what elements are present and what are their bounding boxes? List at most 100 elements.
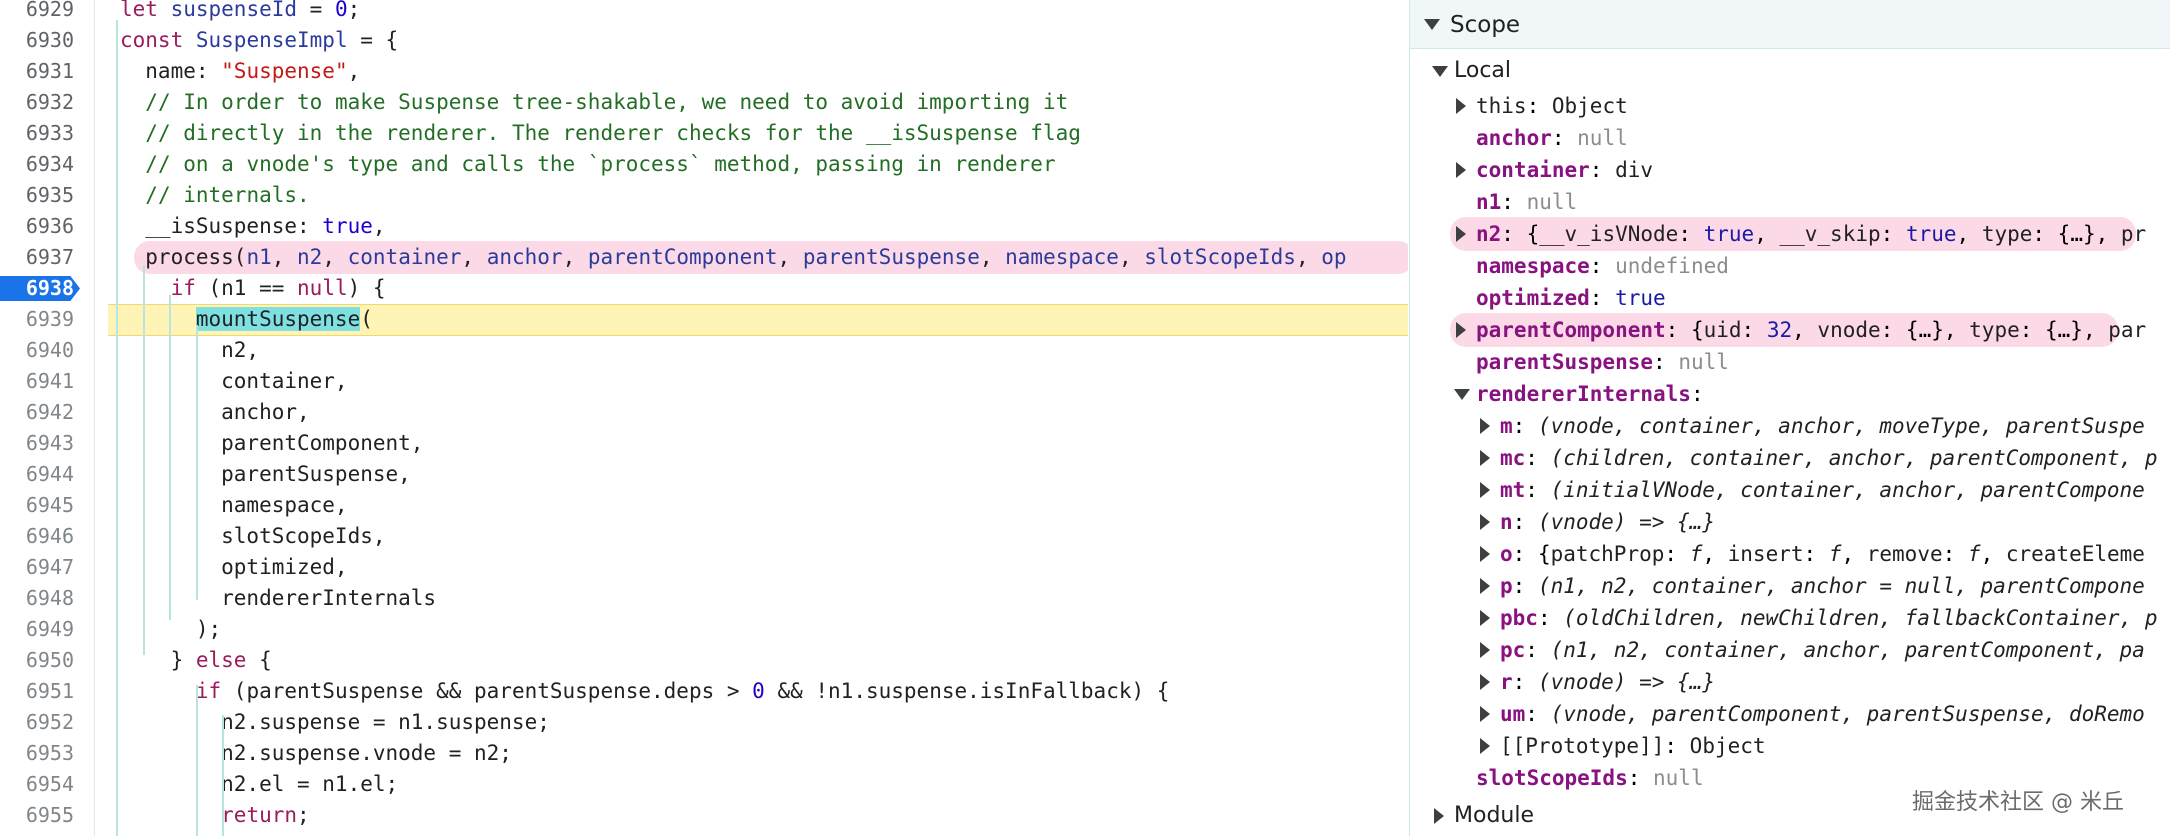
line-number[interactable]: 6933 bbox=[25, 121, 74, 145]
code-text: process(n1, n2, container, anchor, paren… bbox=[120, 245, 1347, 269]
chevron-right-icon[interactable] bbox=[1480, 546, 1490, 562]
line-number[interactable]: 6948 bbox=[25, 586, 74, 610]
scope-header[interactable]: Scope bbox=[1410, 0, 2170, 49]
code-text: namespace, bbox=[120, 493, 348, 517]
line-number[interactable]: 6935 bbox=[25, 183, 74, 207]
code-line: 6950 } else { bbox=[0, 645, 1408, 676]
line-number[interactable]: 6939 bbox=[25, 307, 74, 331]
code-line: 6945 namespace, bbox=[0, 490, 1408, 521]
line-number[interactable]: 6940 bbox=[25, 338, 74, 362]
scope-variable-text: r: (vnode) => {…} bbox=[1500, 670, 1715, 694]
indent-guide bbox=[143, 265, 145, 655]
annotation-highlight bbox=[1450, 217, 2136, 251]
scope-local-group[interactable]: Local bbox=[1410, 55, 1511, 87]
code-line: 6946 slotScopeIds, bbox=[0, 521, 1408, 552]
line-number[interactable]: 6946 bbox=[25, 524, 74, 548]
chevron-right-icon[interactable] bbox=[1480, 674, 1490, 690]
code-text: return; bbox=[221, 803, 310, 827]
line-number[interactable]: 6934 bbox=[25, 152, 74, 176]
module-label: Module bbox=[1454, 803, 1534, 828]
chevron-down-icon[interactable] bbox=[1454, 389, 1470, 400]
breakpoint-marker[interactable] bbox=[0, 276, 80, 301]
code-line: 6943 parentComponent, bbox=[0, 428, 1408, 459]
line-number[interactable]: 6953 bbox=[25, 741, 74, 765]
scope-variable-text: um: (vnode, parentComponent, parentSuspe… bbox=[1500, 702, 2145, 726]
code-text: if (n1 == null) { bbox=[170, 276, 386, 300]
scope-variable-text: namespace: undefined bbox=[1476, 254, 1729, 278]
scope-variable-text: this: Object bbox=[1476, 94, 1628, 118]
scope-variable-text: pbc: (oldChildren, newChildren, fallback… bbox=[1500, 606, 2158, 630]
code-line: 6956 } bbox=[0, 831, 1408, 836]
code-line: 6944 parentSuspense, bbox=[0, 459, 1408, 490]
line-number[interactable]: 6931 bbox=[25, 59, 74, 83]
scope-variable-text: p: (n1, n2, container, anchor = null, pa… bbox=[1500, 574, 2145, 598]
chevron-right-icon[interactable] bbox=[1480, 738, 1490, 754]
line-number[interactable]: 6951 bbox=[25, 679, 74, 703]
code-text: anchor, bbox=[120, 400, 310, 424]
line-number[interactable]: 6930 bbox=[25, 28, 74, 52]
line-number[interactable]: 6938 bbox=[25, 276, 74, 300]
code-line: 6937 process(n1, n2, container, anchor, … bbox=[0, 241, 1408, 274]
line-number[interactable]: 6954 bbox=[25, 772, 74, 796]
line-number-gutter[interactable] bbox=[0, 0, 95, 836]
code-text: // directly in the renderer. The rendere… bbox=[145, 121, 1081, 145]
line-number[interactable]: 6943 bbox=[25, 431, 74, 455]
line-number[interactable]: 6932 bbox=[25, 90, 74, 114]
scope-variable-text: mt: (initialVNode, container, anchor, pa… bbox=[1500, 478, 2145, 502]
line-number[interactable]: 6950 bbox=[25, 648, 74, 672]
code-text: parentComponent, bbox=[120, 431, 424, 455]
chevron-right-icon[interactable] bbox=[1456, 162, 1466, 178]
line-number[interactable]: 6942 bbox=[25, 400, 74, 424]
scope-variable-text: parentSuspense: null bbox=[1476, 350, 1729, 374]
chevron-right-icon[interactable] bbox=[1480, 514, 1490, 530]
chevron-right-icon[interactable] bbox=[1456, 226, 1466, 242]
scope-module-group[interactable]: Module bbox=[1410, 800, 1534, 832]
code-line: 6929 let suspenseId = 0; bbox=[0, 0, 1408, 25]
chevron-right-icon[interactable] bbox=[1456, 322, 1466, 338]
line-number[interactable]: 6944 bbox=[25, 462, 74, 486]
line-number[interactable]: 6947 bbox=[25, 555, 74, 579]
scope-variable-text: o: {patchProp: f, insert: f, remove: f, … bbox=[1500, 542, 2145, 566]
chevron-right-icon[interactable] bbox=[1480, 642, 1490, 658]
chevron-down-icon[interactable] bbox=[1424, 19, 1440, 30]
code-text: // internals. bbox=[145, 183, 310, 207]
scope-variable-text: n1: null bbox=[1476, 190, 1578, 214]
chevron-right-icon[interactable] bbox=[1480, 610, 1490, 626]
line-number[interactable]: 6952 bbox=[25, 710, 74, 734]
chevron-right-icon[interactable] bbox=[1480, 450, 1490, 466]
chevron-right-icon[interactable] bbox=[1434, 808, 1444, 824]
line-number[interactable]: 6955 bbox=[25, 803, 74, 827]
code-text: n2.el = n1.el; bbox=[120, 772, 399, 796]
indent-guide bbox=[222, 715, 224, 836]
scope-variable-text: rendererInternals: bbox=[1476, 382, 1704, 406]
scope-title: Scope bbox=[1450, 12, 1521, 38]
line-number[interactable]: 6936 bbox=[25, 214, 74, 238]
source-editor[interactable]: 6929 let suspenseId = 0; 6930 const Suspens… bbox=[0, 0, 1408, 836]
code-text: let suspenseId = 0; bbox=[120, 0, 361, 21]
line-number[interactable]: 6949 bbox=[25, 617, 74, 641]
chevron-right-icon[interactable] bbox=[1456, 98, 1466, 114]
code-text: rendererInternals bbox=[120, 586, 437, 610]
scope-variable-text: parentComponent: {uid: 32, vnode: {…}, t… bbox=[1476, 318, 2147, 342]
chevron-right-icon[interactable] bbox=[1480, 418, 1490, 434]
code-text: } else { bbox=[120, 648, 272, 672]
scope-variable-text: n: (vnode) => {…} bbox=[1500, 510, 1715, 534]
code-line: 6930 const SuspenseImpl = { bbox=[0, 25, 1408, 56]
code-line: 6936 __isSuspense: true, bbox=[0, 211, 1408, 242]
code-line: 6954 n2.el = n1.el; bbox=[0, 769, 1408, 800]
code-text: const SuspenseImpl = { bbox=[120, 28, 399, 52]
line-number[interactable]: 6929 bbox=[25, 0, 74, 21]
line-number[interactable]: 6956 bbox=[0, 831, 74, 836]
code-text: // on a vnode's type and calls the `proc… bbox=[145, 152, 1056, 176]
indent-guide bbox=[196, 325, 198, 600]
line-number[interactable]: 6941 bbox=[25, 369, 74, 393]
code-text: n2.suspense = n1.suspense; bbox=[120, 710, 550, 734]
code-line: 6953 n2.suspense.vnode = n2; bbox=[0, 738, 1408, 769]
line-number[interactable]: 6945 bbox=[25, 493, 74, 517]
chevron-right-icon[interactable] bbox=[1480, 482, 1490, 498]
code-line: 6955 return; bbox=[0, 800, 1408, 831]
line-number[interactable]: 6937 bbox=[25, 245, 74, 269]
chevron-right-icon[interactable] bbox=[1480, 578, 1490, 594]
chevron-right-icon[interactable] bbox=[1480, 706, 1490, 722]
chevron-down-icon[interactable] bbox=[1432, 66, 1448, 77]
